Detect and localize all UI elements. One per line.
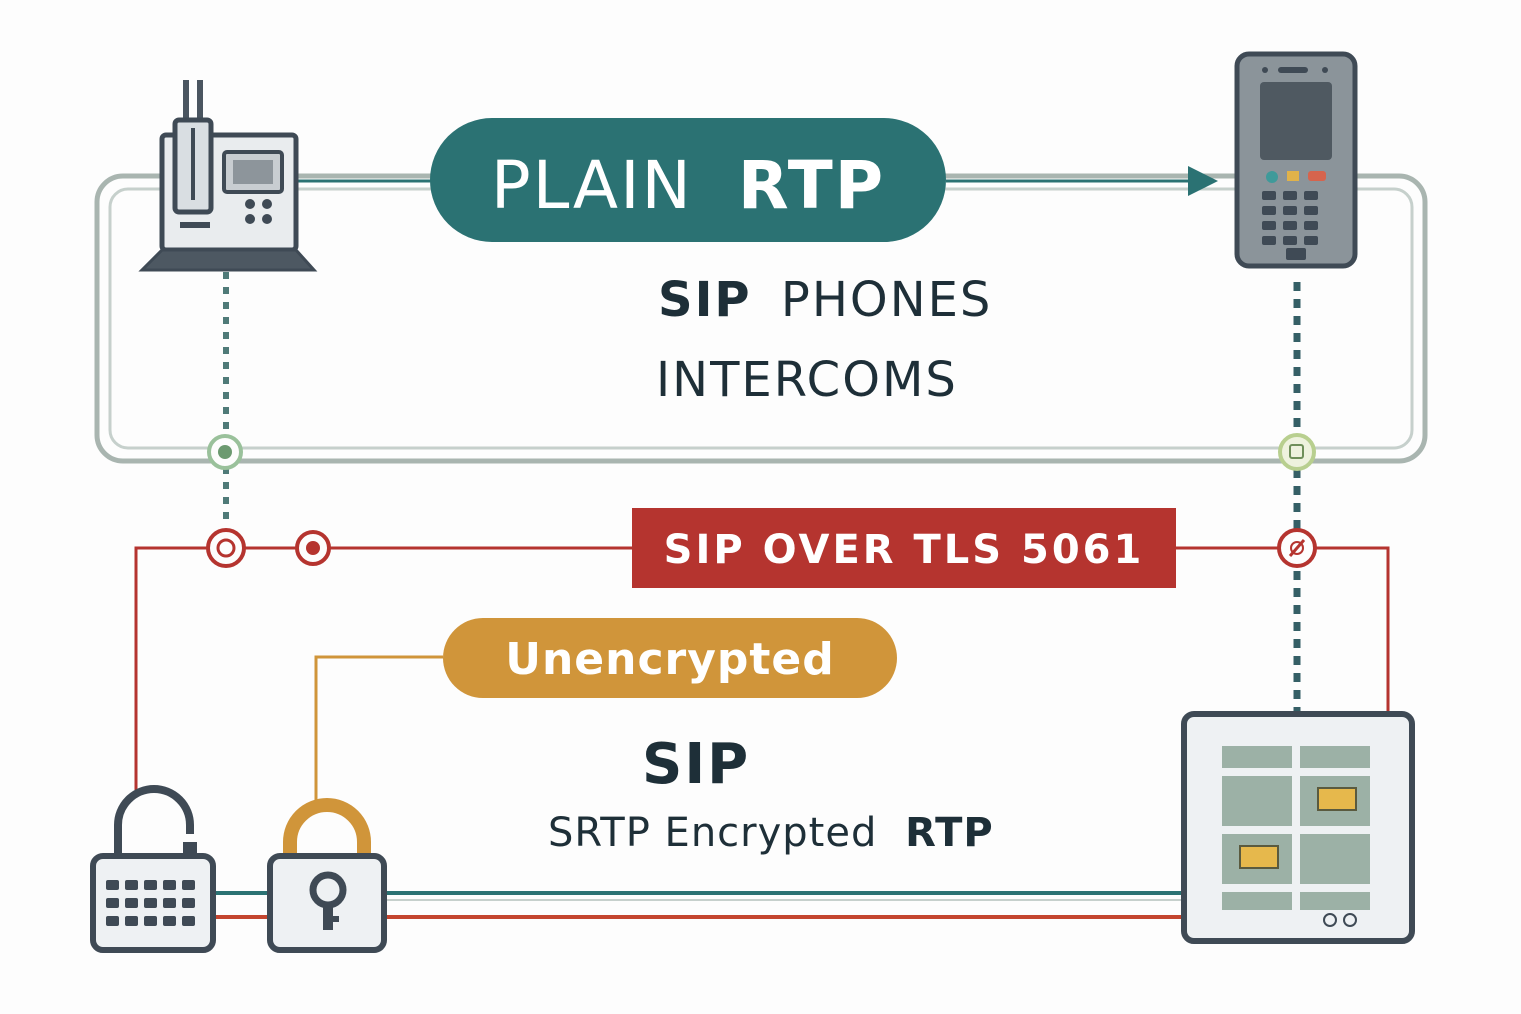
svg-text:PLAIN RTP: PLAIN RTP	[491, 147, 885, 224]
srtp-text: SRTP Encrypted RTP	[548, 810, 994, 856]
server-panel-icon	[1181, 711, 1415, 944]
red-node-2	[295, 530, 331, 566]
srtp-light: SRTP Encrypted	[548, 810, 877, 856]
desk-phone-icon	[138, 80, 318, 272]
plain-rtp-pill: PLAIN RTP	[430, 118, 946, 242]
red-node-3	[1277, 528, 1317, 568]
sip-phones-bold: SIP	[658, 272, 752, 328]
unencrypted-pill: Unencrypted	[443, 618, 897, 698]
srtp-bold: RTP	[905, 810, 994, 856]
closed-lock-icon	[267, 798, 387, 953]
gray-node-left	[207, 434, 243, 470]
arrow-head-icon	[1188, 166, 1218, 196]
orange-connector	[314, 655, 443, 802]
sip-text: SIP	[642, 732, 750, 797]
sip-over-tls-label: SIP OVER TLS 5061	[664, 527, 1145, 573]
rtp-label: RTP	[738, 147, 885, 224]
unencrypted-label: Unencrypted	[505, 634, 835, 685]
mobile-phone-icon	[1234, 51, 1358, 269]
sip-over-tls-banner: SIP OVER TLS 5061	[632, 508, 1176, 588]
red-node-1	[206, 528, 246, 568]
plain-label: PLAIN	[491, 147, 693, 224]
gray-node-right	[1278, 433, 1316, 471]
intercoms-text: INTERCOMS	[656, 352, 958, 408]
open-lock-keypad-icon	[90, 785, 216, 953]
sip-phones-light: PHONES	[781, 272, 993, 328]
sip-phones-text: SIP PHONES	[658, 272, 992, 328]
